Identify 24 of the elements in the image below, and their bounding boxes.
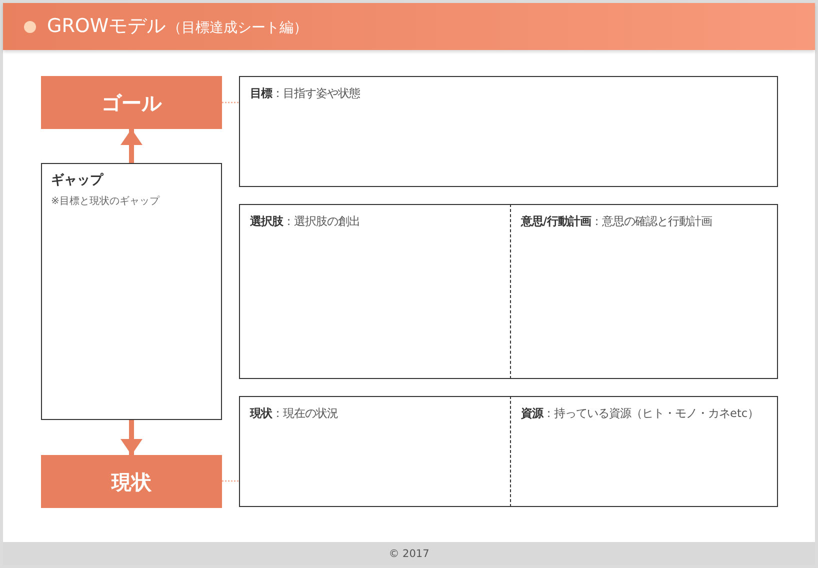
form-cell <box>511 204 778 379</box>
box-label: 現状 <box>112 470 152 494</box>
connector-line <box>222 480 239 482</box>
cell-text: 選択肢：選択肢の創出 <box>250 215 360 230</box>
subtitle: （目標達成シート編） <box>168 20 308 36</box>
cell-text: 資源：持っている資源（ヒト・モノ・カネetc） <box>521 407 759 422</box>
form-cell <box>239 204 511 379</box>
note-text: ※目標と現状のギャップ <box>51 196 160 208</box>
form-cell <box>239 396 511 507</box>
arrow <box>120 420 142 455</box>
cell-text: 現状：現在の状況 <box>250 407 338 422</box>
heading-box <box>41 455 222 508</box>
cell-text: 意思/行動計画：意思の確認と行動計画 <box>521 215 712 230</box>
cell-text: 目標：目指す姿や状態 <box>250 87 360 102</box>
connector-line <box>222 102 239 104</box>
form-cell <box>239 76 778 187</box>
title: GROWモデル <box>47 15 166 38</box>
heading-box <box>41 76 222 129</box>
copyright-text: © 2017 <box>388 548 430 560</box>
box-label: ゴール <box>102 90 162 114</box>
arrow <box>120 129 142 163</box>
box-heading: ギャップ <box>51 173 103 190</box>
form-cell <box>511 396 778 507</box>
note-box <box>41 163 222 420</box>
